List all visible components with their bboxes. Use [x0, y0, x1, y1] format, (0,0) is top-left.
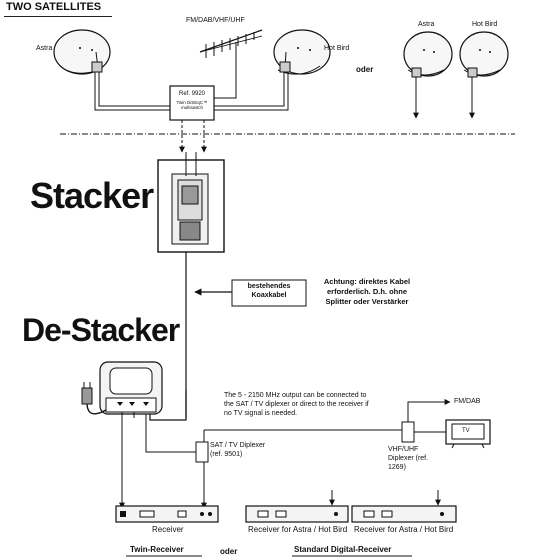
sat-tv-diplexer — [195, 441, 209, 463]
stacker-label: Stacker — [30, 175, 154, 216]
oder-top-label: oder — [356, 65, 374, 74]
astra-dish-right — [403, 31, 453, 119]
output-note: The 5 - 2150 MHz output can be connected… — [224, 392, 369, 417]
stacker-device — [157, 152, 225, 253]
multiswitch-box — [169, 85, 215, 121]
power-adapter — [81, 382, 107, 415]
dish-cables — [94, 72, 289, 111]
warning-text: Achtung: direktes Kabel erforderlich. D.… — [323, 277, 411, 306]
hotbird-right-label: Hot Bird — [472, 21, 498, 28]
astra-dish-left — [53, 29, 111, 75]
astra-left-label: Astra — [36, 45, 53, 52]
sat-diplexer-label: SAT / TV Diplexer (ref. 9501) — [210, 442, 266, 458]
destacker-label: De-Stacker — [22, 312, 180, 348]
fmdab-label: FM/DAB — [454, 398, 481, 405]
destacker-outputs — [119, 412, 207, 509]
vhf-uhf-diplexer — [401, 421, 415, 443]
multiswitch-to-stacker — [179, 120, 207, 153]
destacker-device — [99, 361, 163, 415]
vhf-diplexer-label: VHF/UHF Diplexer (ref. 1269) — [388, 446, 429, 471]
receiver-astra-label-2: Receiver for Astra / Hot Bird — [354, 525, 454, 534]
title-underline — [4, 16, 112, 17]
tv-label: TV — [462, 428, 470, 434]
multiswitch-desc: Twin DiSEqC™ multiswitch — [176, 100, 208, 111]
standard-receiver-caption: Standard Digital-Receiver — [294, 545, 392, 554]
cable-note-text: bestehendes Koaxkabel — [247, 283, 291, 299]
page-title: TWO SATELLITES — [6, 1, 102, 13]
terrestrial-antenna — [199, 29, 263, 88]
fmdab-line — [407, 399, 451, 422]
coax-to-destacker — [149, 390, 187, 421]
hotbird-dish-right — [459, 31, 509, 119]
receiver-label: Receiver — [152, 525, 184, 534]
standard-receiver-2 — [351, 490, 457, 523]
astra-right-label: Astra — [418, 21, 435, 28]
hotbird-dish-left-group — [273, 29, 331, 75]
multiswitch-ref: Ref. 9920 — [178, 91, 206, 97]
antenna-label: FM/DAB/VHF/UHF — [186, 17, 245, 24]
tv-set — [445, 419, 491, 449]
cable-note-box — [231, 279, 307, 307]
receiver-astra-label-1: Receiver for Astra / Hot Bird — [248, 525, 348, 534]
twin-receiver-caption: Twin-Receiver — [130, 545, 184, 554]
oder-bottom-label: oder — [220, 547, 238, 556]
standard-receiver-1 — [245, 490, 349, 523]
twin-receiver-box — [115, 505, 219, 523]
hotbird-left-label: Hot Bird — [324, 45, 350, 52]
